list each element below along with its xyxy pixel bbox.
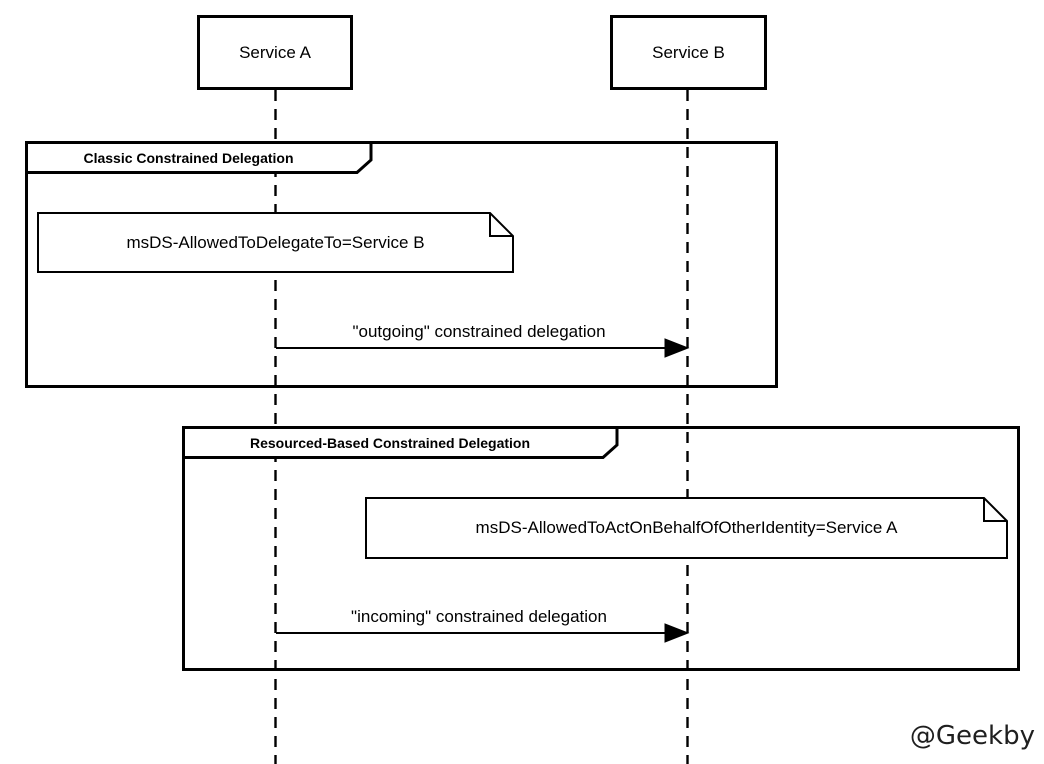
participant-service-a-label: Service A <box>239 42 311 62</box>
participant-service-b: Service B <box>610 15 767 90</box>
message-outgoing-label: "outgoing" constrained delegation <box>352 322 606 341</box>
message-incoming-arrowhead-icon <box>664 623 690 643</box>
note-rbcd-shape <box>365 497 1008 559</box>
note-rbcd-fold-icon <box>983 498 1007 522</box>
frame-classic-tab <box>25 141 373 174</box>
watermark-signature: @Geekby <box>909 721 1035 751</box>
message-incoming-label: "incoming" constrained delegation <box>351 607 607 626</box>
participant-service-a: Service A <box>197 15 353 90</box>
message-outgoing-arrowhead-icon <box>664 338 690 358</box>
frame-rbcd-tab <box>182 426 619 459</box>
note-rbcd-text: msDS-AllowedToActOnBehalfOfOtherIdentity… <box>475 518 898 537</box>
note-classic-shape <box>37 212 514 273</box>
note-classic-text: msDS-AllowedToDelegateTo=Service B <box>126 232 425 252</box>
note-classic-fold-icon <box>489 213 513 237</box>
frame-rbcd-tab-label: Resourced-Based Constrained Delegation <box>249 434 531 451</box>
participant-service-b-label: Service B <box>652 42 725 62</box>
frame-classic-border <box>25 141 778 388</box>
frame-classic-tab-label: Classic Constrained Delegation <box>83 149 294 166</box>
